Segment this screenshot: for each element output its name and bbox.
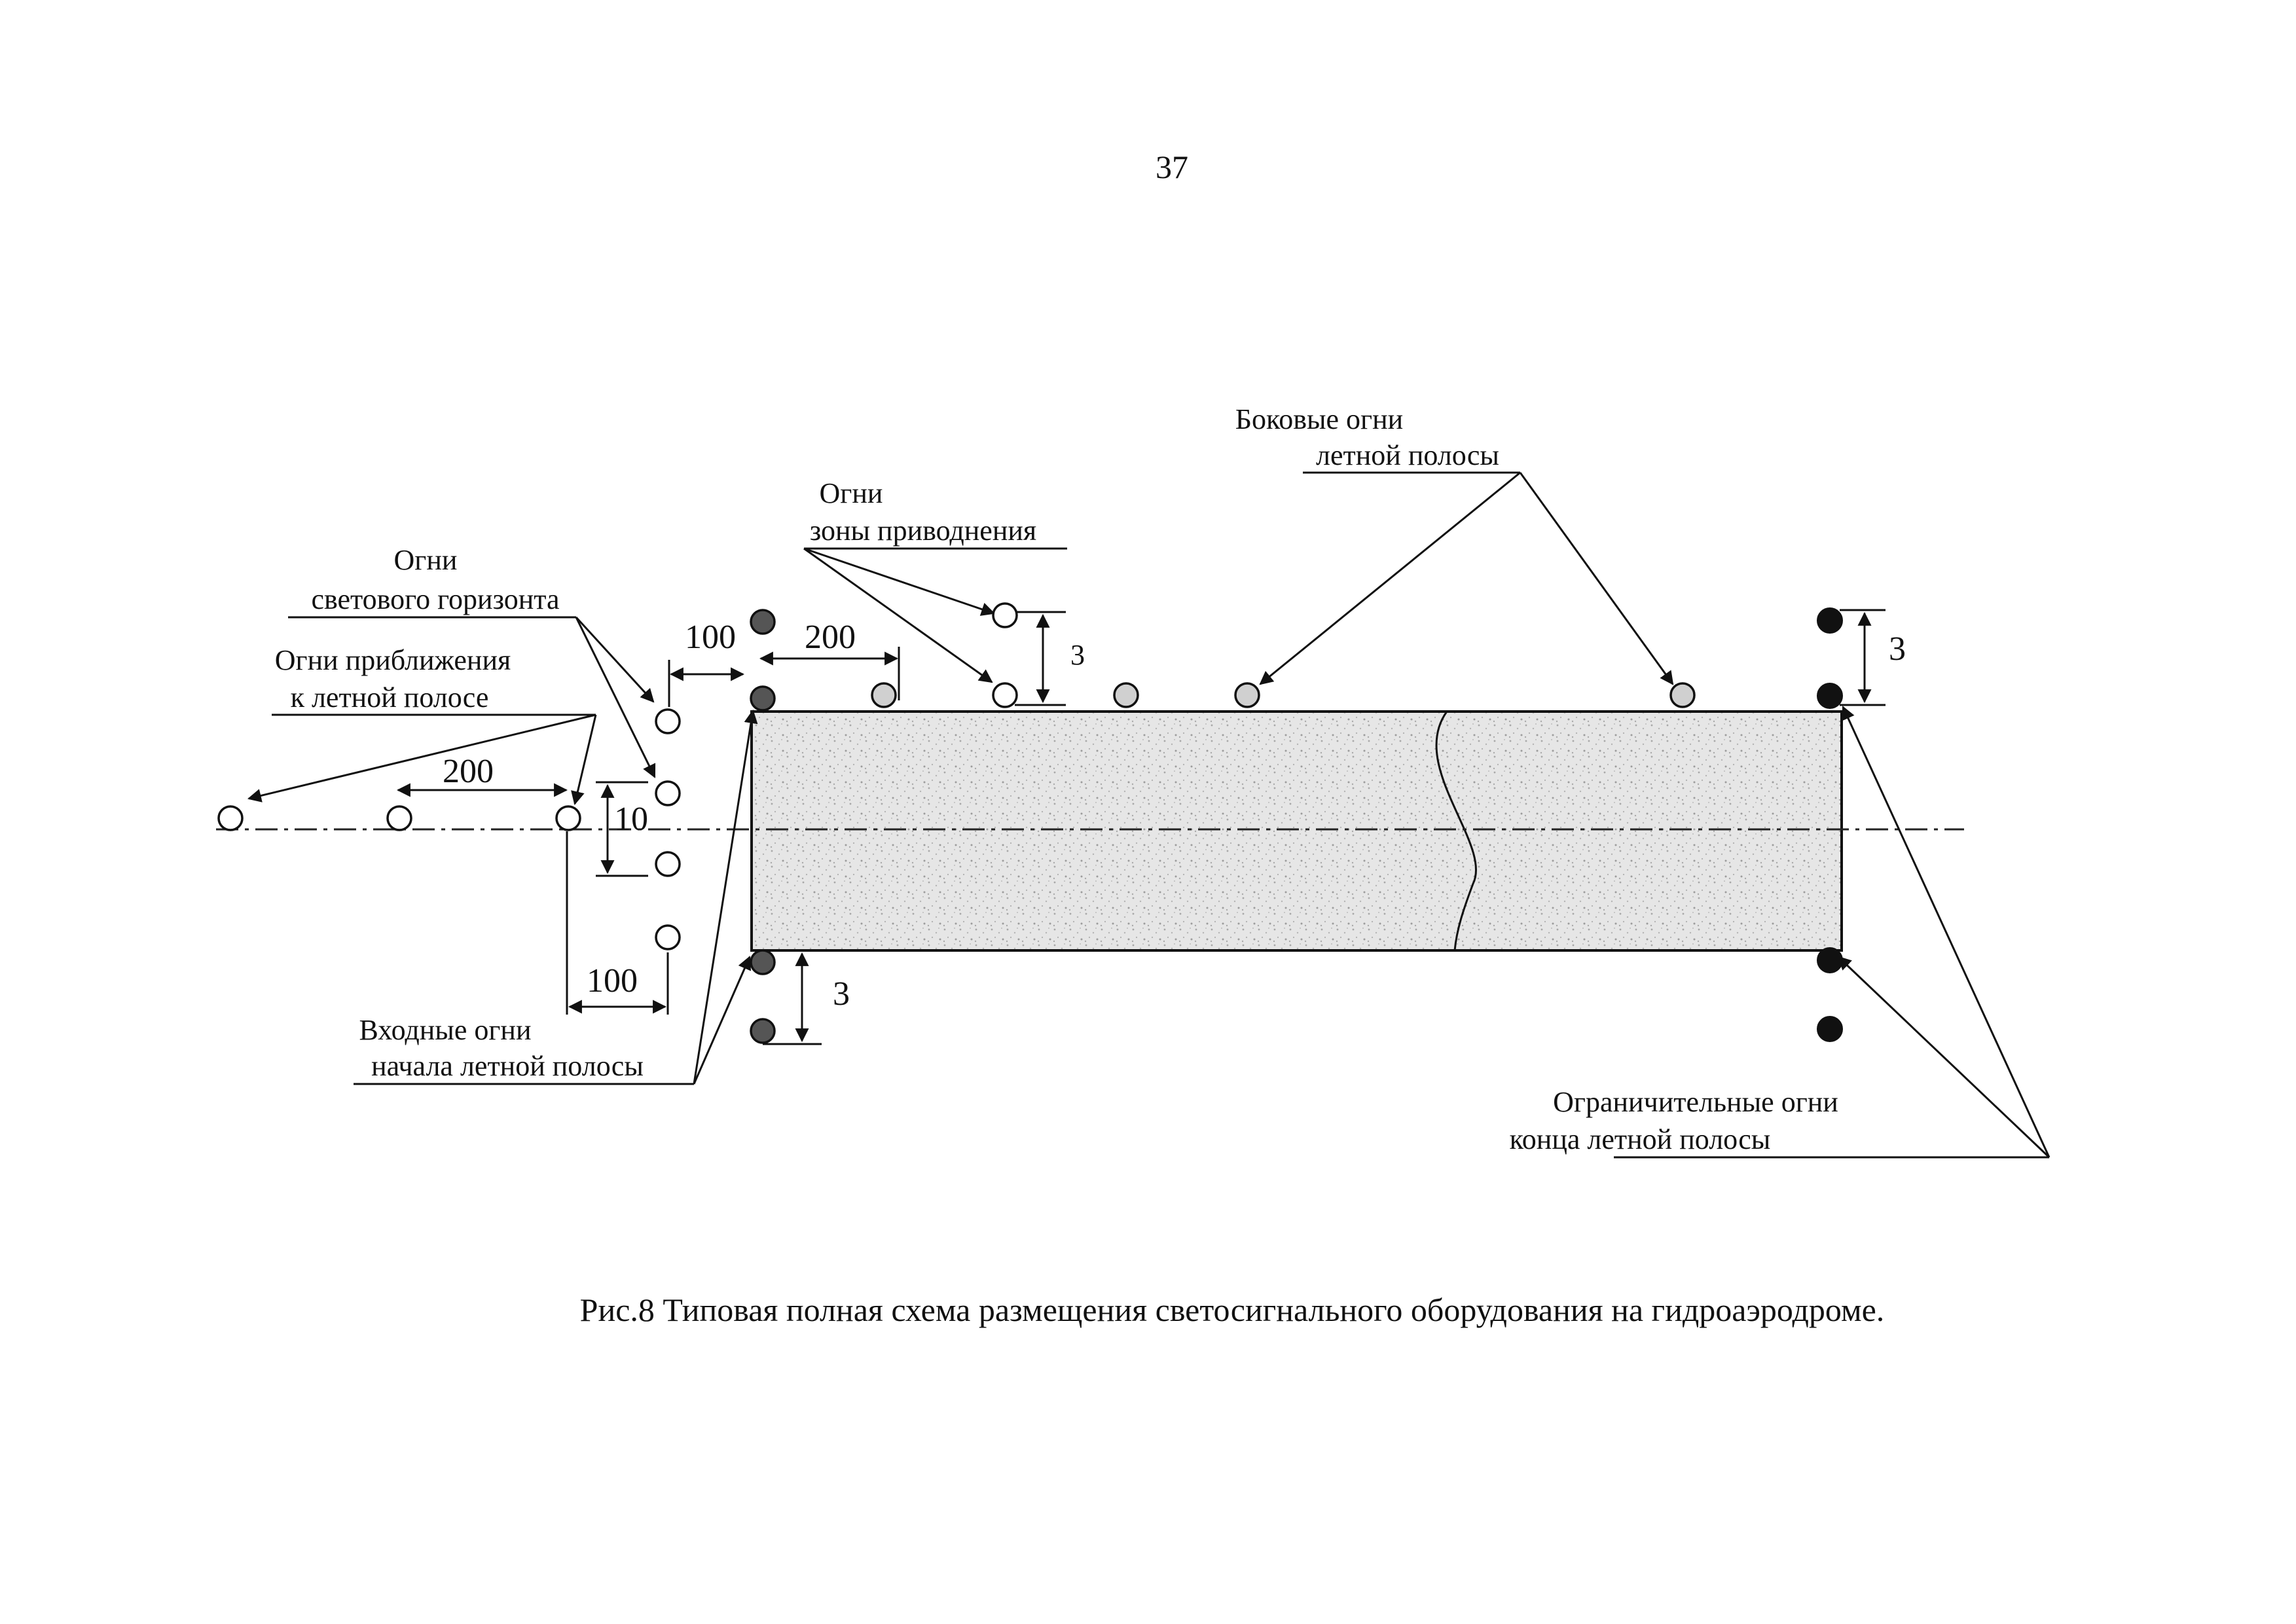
horizon-light	[655, 780, 681, 806]
horizon-label-line1: Огни	[394, 544, 458, 576]
dim-100-top-value: 100	[685, 619, 736, 656]
runway-strip	[750, 710, 1843, 952]
approach-leader-1	[247, 713, 596, 803]
end-light	[1817, 1016, 1843, 1042]
runway-edge-light	[1234, 682, 1260, 708]
end-lights-leader-2	[1837, 956, 2050, 1159]
touchdown-light	[992, 682, 1018, 708]
dim-3-right-value: 3	[1889, 630, 1906, 668]
touchdown-light	[992, 602, 1018, 628]
approach-light	[386, 805, 412, 831]
dim-3-bottom-value: 3	[833, 975, 850, 1013]
end-lights-label-line2: конца летной полосы	[1510, 1123, 1771, 1155]
dim-3-touchdown-value: 3	[1070, 639, 1085, 671]
threshold-light	[750, 609, 776, 635]
runway-edge-light	[1669, 682, 1696, 708]
threshold-label-line2: начала летной полосы	[371, 1050, 644, 1082]
side-lights-leader-1	[1259, 471, 1521, 685]
approach-label-line1: Огни приближения	[275, 644, 511, 676]
horizon-leader-2	[575, 617, 656, 778]
threshold-leader-1	[693, 709, 758, 1085]
horizon-leader-1	[575, 616, 655, 703]
horizon-label-line2: светового горизонта	[311, 583, 559, 615]
approach-label-line2: к летной полосе	[291, 681, 489, 713]
threshold-leader-2	[693, 956, 752, 1085]
dim-10-value: 10	[614, 801, 648, 838]
threshold-light	[750, 685, 776, 712]
approach-leader-2	[571, 714, 597, 806]
side-lights-label-line1: Боковые огни	[1235, 403, 1403, 435]
page-number: 37	[1156, 149, 1188, 185]
runway-edge-light	[871, 682, 897, 708]
dim-200-approach-value: 200	[443, 753, 494, 790]
end-light	[1817, 683, 1843, 709]
touchdown-leader-1	[803, 547, 995, 616]
end-lights-label-line1: Ограничительные огни	[1553, 1086, 1838, 1118]
end-light	[1817, 947, 1843, 973]
side-lights-label-line2: летной полосы	[1316, 439, 1499, 471]
horizon-light	[655, 851, 681, 877]
threshold-light	[750, 1018, 776, 1044]
threshold-light	[750, 949, 776, 975]
touchdown-leader-2	[803, 547, 993, 683]
approach-light	[555, 805, 581, 831]
approach-light	[217, 805, 244, 831]
runway-break-line	[1435, 711, 1478, 951]
side-lights-leader-2	[1519, 472, 1674, 685]
dim-100-bottom-value: 100	[587, 962, 638, 1000]
touchdown-label-line2: зоны приводнения	[810, 514, 1036, 547]
touchdown-label-line1: Огни	[820, 477, 883, 509]
horizon-light	[655, 924, 681, 950]
dim-200-top-value: 200	[805, 619, 856, 656]
end-light	[1817, 607, 1843, 634]
end-lights-leader-1	[1842, 706, 2050, 1158]
figure-caption: Рис.8 Типовая полная схема размещения св…	[580, 1291, 1885, 1328]
threshold-label-line1: Входные огни	[359, 1014, 532, 1046]
runway-edge-light	[1113, 682, 1139, 708]
horizon-light	[655, 708, 681, 734]
